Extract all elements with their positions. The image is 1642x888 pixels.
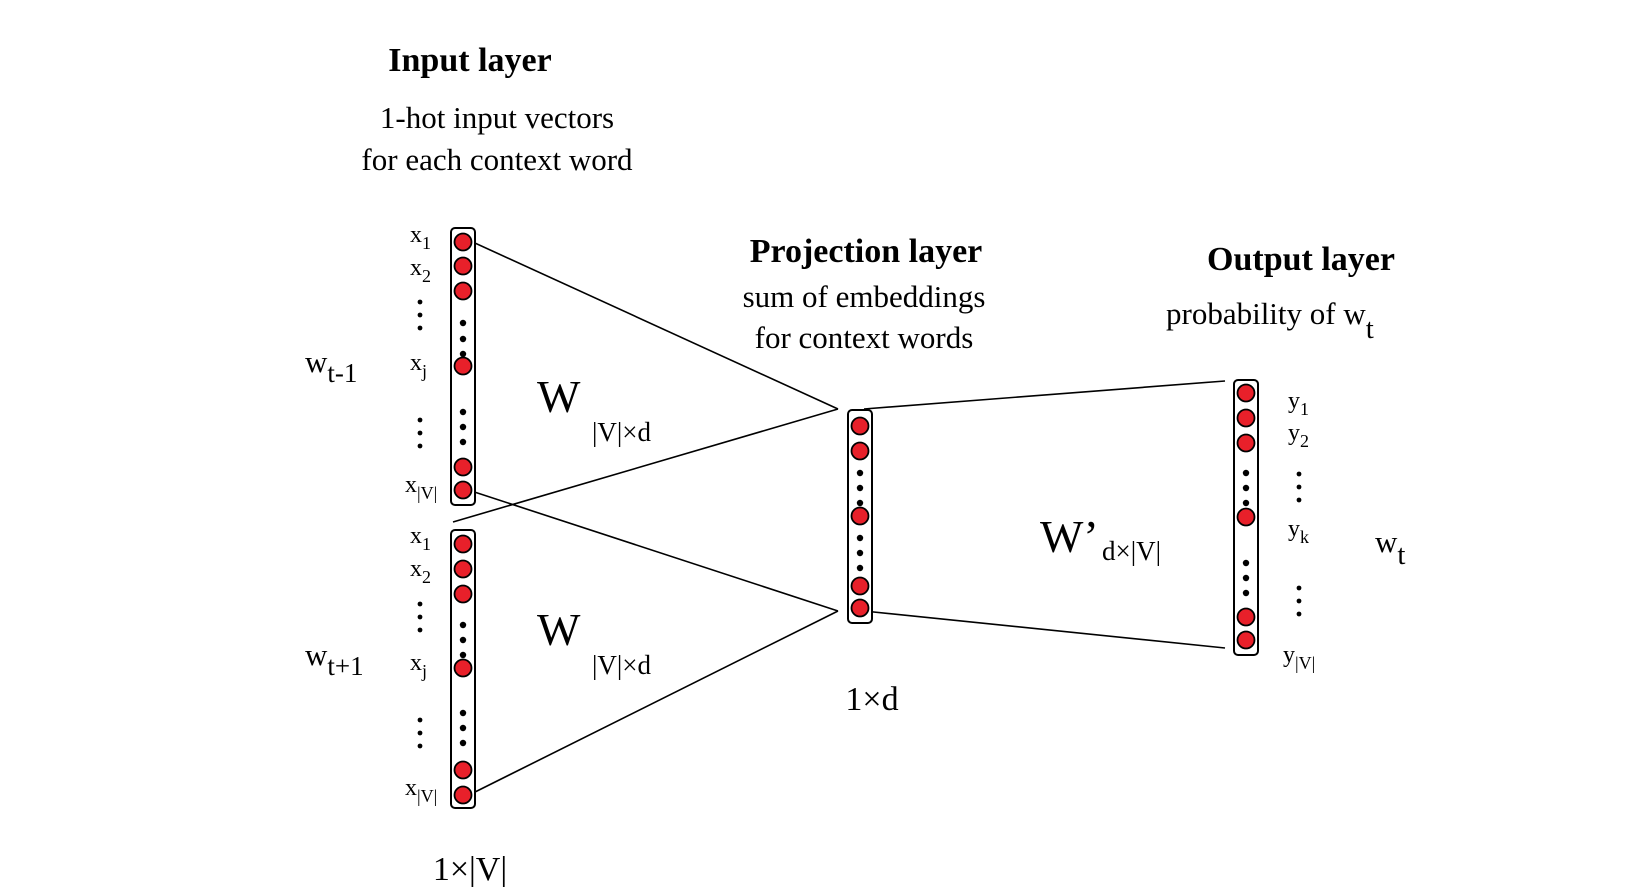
line-input1-top	[452, 232, 839, 410]
node	[453, 584, 473, 604]
node	[850, 416, 870, 436]
node	[1236, 607, 1256, 627]
line-input1-bottom	[452, 484, 839, 612]
target-word-label: wt	[1375, 524, 1405, 571]
x1-label: x1	[410, 523, 431, 554]
input-size-label: 1×|V|	[433, 851, 507, 888]
matrix-w-2-label: W	[537, 604, 581, 655]
projection-layer-title: Projection layer	[750, 233, 983, 270]
matrix-w-1-sub: |V|×d	[592, 417, 652, 447]
output-vector-labels: y1 y2 yk y|V|	[1283, 388, 1315, 673]
input-layer-desc-line2: for each context word	[361, 142, 633, 177]
xV-label: x|V|	[405, 472, 437, 503]
node	[453, 480, 473, 500]
ellipsis-dot	[459, 651, 467, 659]
output-layer-desc: probability of wt	[1166, 296, 1374, 345]
node	[850, 576, 870, 596]
input-vector-2-labels: x1 x2 xj x|V|	[405, 523, 437, 806]
node	[453, 356, 473, 376]
context-word-2-label: wt+1	[305, 637, 364, 681]
node	[1236, 630, 1256, 650]
output-label-ellipses	[1296, 471, 1302, 617]
line-projection-output-top	[863, 380, 1226, 410]
node	[1236, 408, 1256, 428]
ellipsis-dot	[459, 408, 467, 416]
input-vector-1	[450, 227, 476, 506]
ellipsis-dot	[856, 469, 864, 477]
ellipsis-dot	[459, 724, 467, 732]
ellipsis-dot	[459, 350, 467, 358]
ellipsis-dot	[1242, 574, 1250, 582]
y2-label: y2	[1288, 420, 1309, 451]
projection-size-label: 1×d	[845, 681, 898, 718]
input-layer-title: Input layer	[388, 42, 551, 79]
xV-label: x|V|	[405, 775, 437, 806]
projection-layer-desc-line2: for context words	[755, 320, 974, 355]
connection-lines	[452, 232, 1226, 804]
ellipsis-dot	[459, 319, 467, 327]
ellipsis-dot	[1242, 484, 1250, 492]
ellipsis-dot	[1242, 559, 1250, 567]
projection-layer-desc-line1: sum of embeddings	[743, 279, 986, 314]
node	[453, 658, 473, 678]
ellipsis-dot	[856, 549, 864, 557]
node	[850, 598, 870, 618]
matrix-w-prime-label: W’	[1040, 511, 1099, 562]
ellipsis-dot	[459, 739, 467, 747]
node	[1236, 507, 1256, 527]
line-projection-output-bottom	[863, 610, 1226, 649]
node	[1236, 433, 1256, 453]
line-input2-bottom	[452, 610, 839, 804]
ellipsis-dot	[459, 636, 467, 644]
node	[453, 760, 473, 780]
output-vector	[1233, 379, 1259, 656]
matrix-w-prime-sub: d×|V|	[1102, 536, 1161, 566]
ellipsis-dot	[459, 438, 467, 446]
node	[453, 534, 473, 554]
input-layer-desc-line1: 1-hot input vectors	[380, 100, 614, 135]
y1-label: y1	[1288, 388, 1309, 419]
ellipsis-dot	[856, 484, 864, 492]
node	[850, 506, 870, 526]
ellipsis-dot	[459, 423, 467, 431]
vectors	[450, 227, 1259, 809]
x2-label: x2	[410, 255, 431, 286]
ellipsis-dot	[856, 534, 864, 542]
yV-label: y|V|	[1283, 642, 1315, 673]
input-vector-2	[450, 529, 476, 809]
ellipsis-dot	[856, 564, 864, 572]
matrix-w-1-label: W	[537, 371, 581, 422]
node	[453, 457, 473, 477]
node	[850, 441, 870, 461]
ellipsis-dot	[1242, 469, 1250, 477]
ellipsis-dot	[1242, 499, 1250, 507]
input-label-ellipses	[417, 299, 423, 749]
node	[453, 785, 473, 805]
yk-label: yk	[1288, 516, 1309, 547]
ellipsis-dot	[459, 621, 467, 629]
matrix-w-2-sub: |V|×d	[592, 650, 652, 680]
xj-label: xj	[410, 350, 427, 381]
line-input2-top	[452, 408, 839, 523]
node	[453, 232, 473, 252]
input-vector-1-labels: x1 x2 xj x|V|	[405, 222, 437, 503]
ellipsis-dot	[459, 709, 467, 717]
ellipsis-dot	[856, 499, 864, 507]
node	[453, 281, 473, 301]
output-layer-title: Output layer	[1207, 241, 1395, 278]
ellipsis-dot	[459, 335, 467, 343]
x1-label: x1	[410, 222, 431, 253]
context-word-1-label: wt-1	[305, 344, 357, 388]
node	[453, 559, 473, 579]
x2-label: x2	[410, 556, 431, 587]
xj-label: xj	[410, 650, 427, 681]
ellipsis-dot	[1242, 589, 1250, 597]
projection-vector	[847, 409, 873, 624]
node	[1236, 383, 1256, 403]
node	[453, 256, 473, 276]
